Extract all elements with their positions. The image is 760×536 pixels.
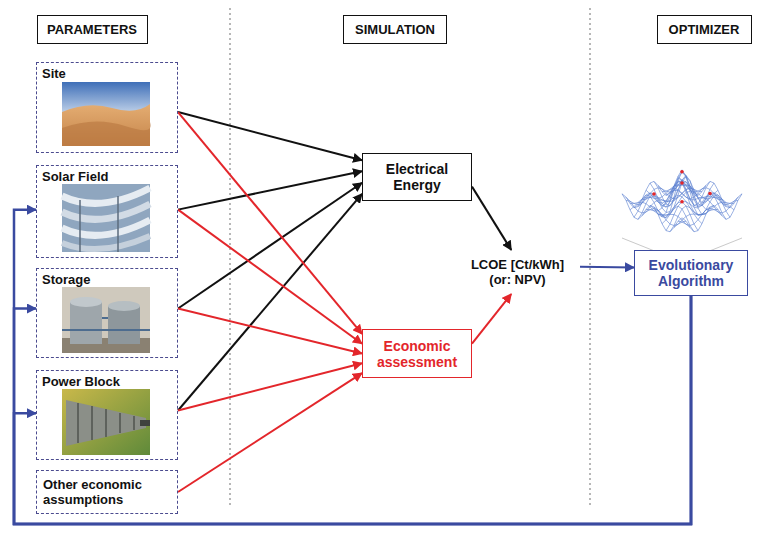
node-text: PARAMETERS bbox=[47, 22, 137, 37]
mesh-line bbox=[674, 202, 734, 227]
mesh-line bbox=[622, 194, 682, 232]
optimizer-box: Evolutionary Algorithm bbox=[634, 250, 748, 296]
node-text: Power Block bbox=[42, 374, 172, 389]
flow-arrow bbox=[178, 373, 362, 492]
column-header: OPTIMIZER bbox=[657, 15, 752, 44]
node-text: Solar Field bbox=[42, 169, 172, 184]
column-header: SIMULATION bbox=[343, 15, 447, 44]
flow-arrow bbox=[178, 183, 362, 309]
peak-dot bbox=[680, 200, 684, 204]
mesh-line bbox=[626, 197, 686, 225]
flow-arrow bbox=[472, 187, 511, 250]
mesh-line bbox=[650, 172, 710, 215]
node-text: Site bbox=[42, 66, 172, 81]
node-text: OPTIMIZER bbox=[669, 22, 740, 37]
solar-field-photo bbox=[62, 184, 150, 252]
parameter-box: Solar Field bbox=[36, 165, 178, 258]
feedback-arrow bbox=[14, 296, 691, 524]
flow-arrow bbox=[178, 210, 362, 344]
simulation-box: Economic assessment bbox=[362, 329, 472, 378]
node-text: Storage bbox=[42, 272, 172, 287]
node-text: Electrical Energy bbox=[367, 161, 467, 193]
feedback-arrow bbox=[14, 210, 691, 524]
mesh-line bbox=[630, 202, 690, 227]
flow-arrow bbox=[178, 363, 362, 410]
peak-dot bbox=[680, 181, 684, 185]
turbine-photo bbox=[62, 389, 150, 455]
node-text: LCOE [Ct/kWh] (or: NPV) bbox=[459, 257, 576, 287]
flow-arrow bbox=[178, 112, 362, 160]
peak-dot bbox=[652, 192, 656, 196]
flow-arrow bbox=[178, 309, 362, 354]
surface-plot bbox=[622, 170, 742, 262]
storage-tank-photo bbox=[62, 287, 150, 353]
node-text: Other economic assumptions bbox=[43, 477, 171, 507]
feedback-arrow bbox=[14, 296, 691, 524]
flow-arrow bbox=[178, 171, 362, 209]
column-separator bbox=[589, 8, 590, 506]
parameter-box: Power Block bbox=[36, 370, 178, 460]
result-label: LCOE [Ct/kWh] (or: NPV) bbox=[455, 250, 580, 294]
parameter-box: Site bbox=[36, 62, 178, 153]
flow-arrow bbox=[580, 266, 634, 269]
peak-dot bbox=[708, 192, 712, 196]
node-text: Economic assessment bbox=[367, 338, 467, 370]
column-header: PARAMETERS bbox=[37, 15, 148, 44]
mesh-line bbox=[674, 185, 734, 210]
flow-arrow bbox=[472, 294, 511, 344]
mesh-line bbox=[678, 197, 738, 225]
node-text: SIMULATION bbox=[355, 22, 435, 37]
mesh-line bbox=[634, 195, 694, 232]
simulation-box: Electrical Energy bbox=[362, 153, 472, 201]
parameter-box: Storage bbox=[36, 268, 178, 358]
peak-dot bbox=[680, 170, 684, 174]
mesh-line bbox=[634, 181, 694, 218]
node-text: Evolutionary Algorithm bbox=[639, 257, 743, 289]
flow-arrow bbox=[178, 112, 362, 334]
parameter-box: Other economic assumptions bbox=[36, 470, 178, 514]
mesh-line bbox=[638, 193, 698, 231]
column-separator bbox=[229, 8, 230, 506]
desert-photo bbox=[62, 82, 151, 146]
